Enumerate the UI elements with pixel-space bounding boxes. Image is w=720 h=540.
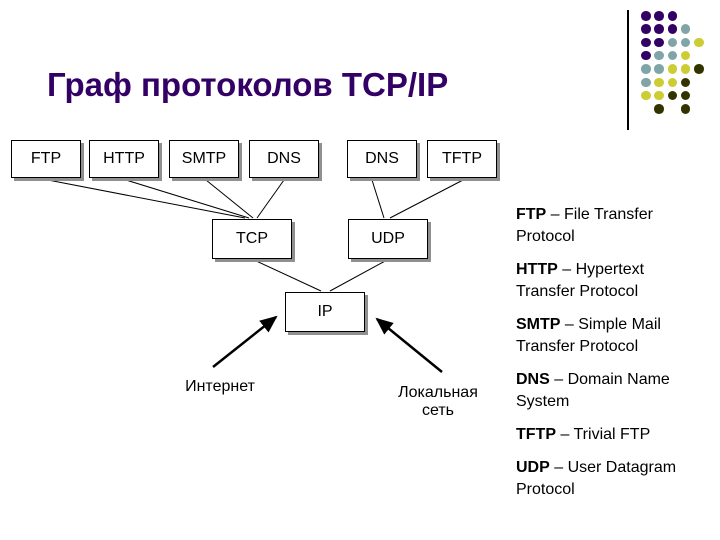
arrow-localnet-ip bbox=[375, 317, 443, 373]
decorative-dot bbox=[641, 77, 651, 88]
local-network-label: Локальная сеть bbox=[398, 384, 478, 419]
node-dns-2: DNS bbox=[347, 140, 417, 178]
decorative-dot bbox=[667, 64, 678, 74]
edge-tftp-udp bbox=[389, 179, 464, 219]
legend-text: – Trivial FTP bbox=[556, 426, 651, 443]
legend-text: – User Datagram Protocol bbox=[516, 459, 677, 498]
legend-term: DNS bbox=[516, 371, 550, 388]
legend-term: TFTP bbox=[516, 426, 556, 443]
node-tcp: TCP bbox=[212, 219, 292, 259]
node-tftp: TFTP bbox=[427, 140, 497, 178]
edge-ftp-tcp bbox=[47, 179, 246, 219]
decorative-dot bbox=[667, 37, 678, 48]
node-smtp: SMTP bbox=[169, 140, 239, 178]
edge-http-tcp bbox=[125, 179, 250, 219]
legend-entry-udp: UDP – User Datagram Protocol bbox=[516, 457, 704, 501]
decorative-dot bbox=[680, 90, 691, 101]
legend-term: FTP bbox=[516, 206, 547, 223]
decorative-vertical-line bbox=[627, 10, 629, 130]
legend-term: HTTP bbox=[516, 261, 558, 278]
decorative-dot bbox=[641, 24, 651, 34]
dots-pattern-decoration bbox=[641, 11, 716, 123]
decorative-dot bbox=[654, 37, 664, 48]
decorative-dot bbox=[641, 11, 651, 21]
legend-entry-tftp: TFTP – Trivial FTP bbox=[516, 424, 704, 446]
node-dns-1: DNS bbox=[249, 140, 319, 178]
decorative-dot bbox=[641, 50, 651, 61]
edge-udp-ip bbox=[329, 259, 388, 292]
decorative-dot bbox=[680, 50, 691, 61]
decorative-dot bbox=[654, 11, 664, 21]
decorative-dot bbox=[667, 77, 678, 88]
decorative-dot bbox=[641, 37, 651, 48]
node-udp: UDP bbox=[348, 219, 428, 259]
decorative-dot bbox=[667, 90, 678, 101]
decorative-dot bbox=[641, 64, 651, 74]
decorative-dot bbox=[680, 77, 691, 88]
internet-label: Интернет bbox=[185, 378, 255, 395]
decorative-dot bbox=[667, 24, 678, 34]
legend-term: SMTP bbox=[516, 316, 561, 333]
page-title: Граф протоколов TCP/IP bbox=[47, 66, 449, 103]
legend-text: – File Transfer Protocol bbox=[516, 206, 653, 245]
node-http: HTTP bbox=[89, 140, 159, 178]
legend-text: – Simple Mail Transfer Protocol bbox=[516, 316, 661, 355]
decorative-dot bbox=[654, 90, 664, 101]
decorative-dot bbox=[680, 37, 691, 48]
node-ip: IP bbox=[285, 292, 365, 332]
decorative-dot bbox=[694, 64, 704, 74]
decorative-dot bbox=[667, 50, 678, 61]
legend: FTP – File Transfer Protocol HTTP – Hype… bbox=[516, 204, 704, 512]
decorative-dot bbox=[694, 37, 704, 48]
decorative-dot bbox=[680, 64, 691, 74]
legend-text: – Domain Name System bbox=[516, 371, 670, 410]
decorative-dot bbox=[654, 77, 664, 88]
node-ftp: FTP bbox=[11, 140, 81, 178]
legend-entry-ftp: FTP – File Transfer Protocol bbox=[516, 204, 704, 248]
legend-entry-http: HTTP – Hypertext Transfer Protocol bbox=[516, 259, 704, 303]
edge-smtp-tcp bbox=[205, 179, 254, 219]
legend-term: UDP bbox=[516, 459, 550, 476]
decorative-dot bbox=[667, 11, 678, 21]
decorative-dot bbox=[680, 104, 691, 114]
legend-entry-dns: DNS – Domain Name System bbox=[516, 369, 704, 413]
edge-dns2-udp bbox=[371, 179, 385, 219]
decorative-dot bbox=[654, 64, 664, 74]
legend-entry-smtp: SMTP – Simple Mail Transfer Protocol bbox=[516, 314, 704, 358]
decorative-dot bbox=[654, 50, 664, 61]
edge-dns1-tcp bbox=[256, 179, 285, 219]
decorative-dot bbox=[641, 90, 651, 101]
decorative-dot bbox=[680, 24, 691, 34]
legend-text: – Hypertext Transfer Protocol bbox=[516, 261, 645, 300]
decorative-dot bbox=[654, 104, 664, 114]
decorative-dot bbox=[654, 24, 664, 34]
edge-tcp-ip bbox=[253, 259, 322, 292]
arrow-internet-ip bbox=[212, 315, 278, 368]
